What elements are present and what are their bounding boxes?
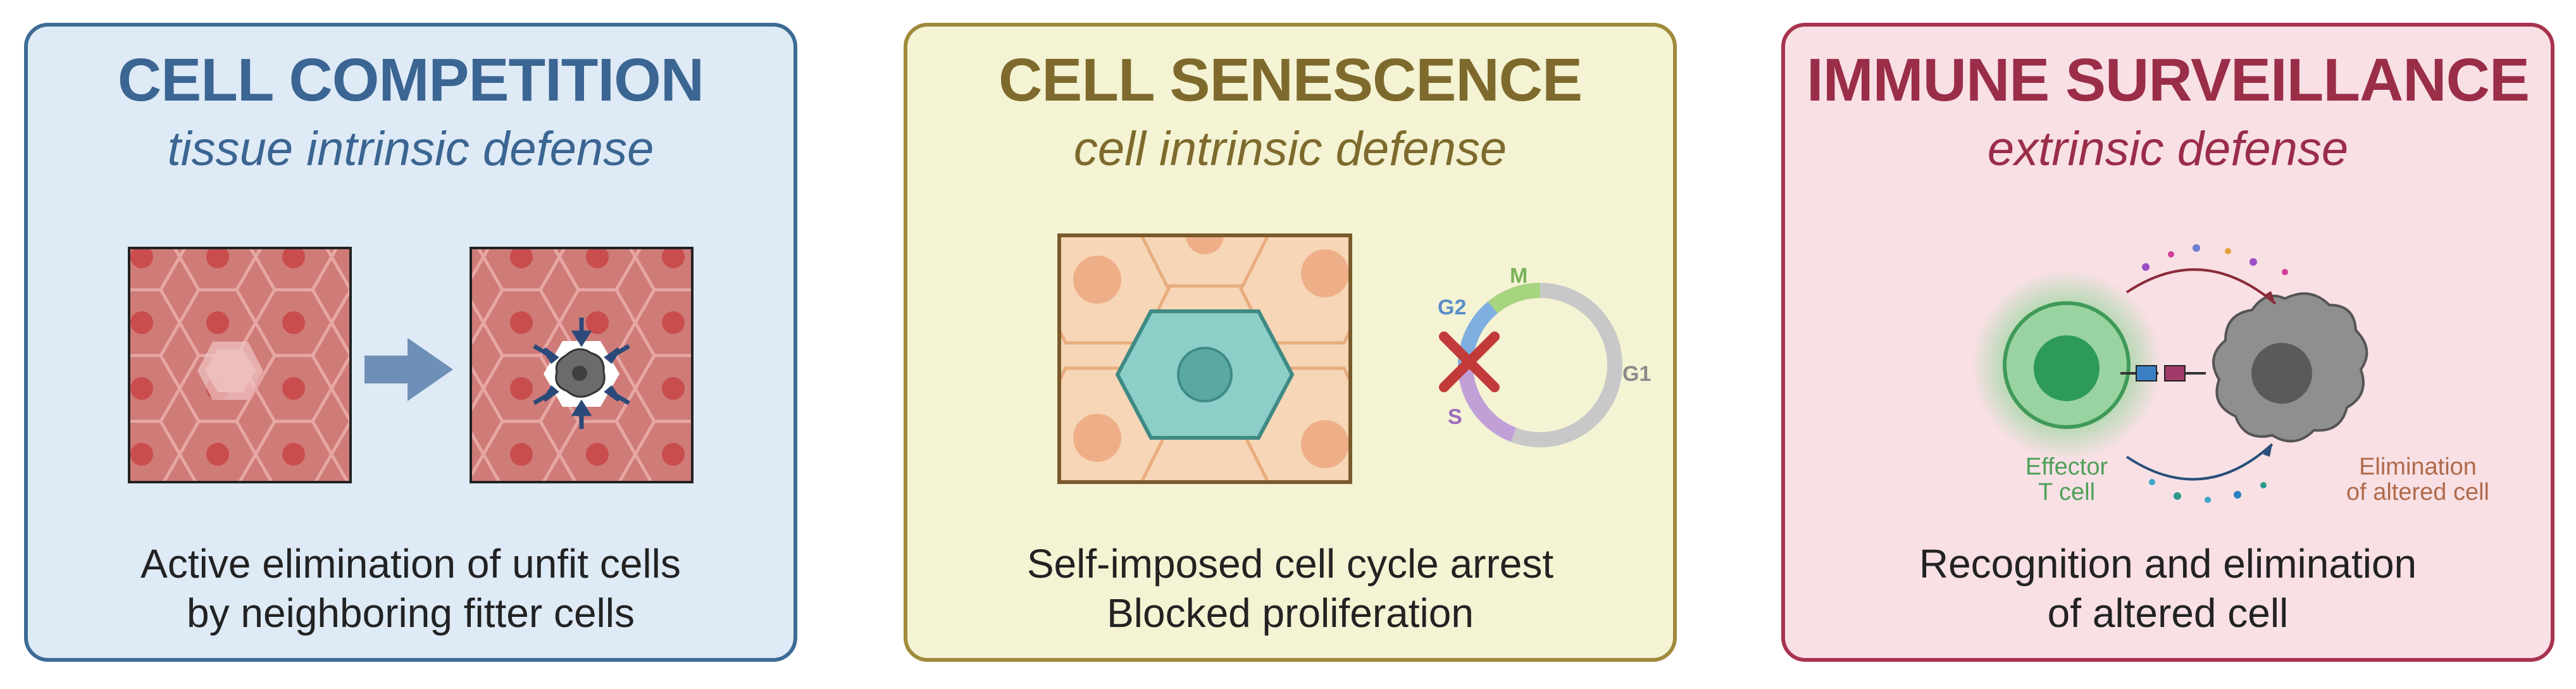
description-line: by neighboring fitter cells xyxy=(187,590,635,636)
cell-competition-panel: CELL COMPETITION tissue intrinsic defens… xyxy=(24,23,797,662)
arrest-x-icon xyxy=(1439,332,1500,392)
phase-label-g2: G2 xyxy=(1438,295,1466,320)
elimination-label-line2: of altered cell xyxy=(2346,479,2489,506)
panel-title: IMMUNE SURVEILLANCE xyxy=(1807,46,2530,114)
panel-title: CELL COMPETITION xyxy=(117,46,704,114)
inward-arrows xyxy=(533,318,630,429)
tcr-synapse xyxy=(2120,365,2206,382)
description-line: of altered cell xyxy=(2047,590,2289,636)
effector-label-line1: Effector xyxy=(2025,454,2108,480)
cell-senescence-panel: CELL SENESCENCE cell intrinsic defense xyxy=(904,23,1677,662)
senescent-tissue xyxy=(1057,233,1352,484)
elimination-label-line1: Elimination xyxy=(2359,454,2477,480)
tissue-after xyxy=(470,247,694,483)
cell-cycle-diagram: M G2 S G1 xyxy=(1438,264,1651,447)
t-cell-icon xyxy=(1972,270,2162,460)
arrow-icon xyxy=(364,338,453,401)
cell-senescence-illustration: M G2 S G1 xyxy=(1057,233,1651,484)
phase-label-m: M xyxy=(1510,264,1528,288)
cell-competition-illustration xyxy=(128,247,694,483)
description-line: Active elimination of unfit cells xyxy=(140,541,681,587)
altered-cell-icon xyxy=(2212,292,2368,443)
immune-surveillance-illustration: Effector T cell Elimination of altered c… xyxy=(1972,244,2489,506)
panel-description: Self-imposed cell cycle arrest Blocked p… xyxy=(907,539,1673,638)
panel-subtitle: extrinsic defense xyxy=(1987,122,2349,176)
panel-subtitle: tissue intrinsic defense xyxy=(167,122,654,176)
description-line: Blocked proliferation xyxy=(1107,590,1474,636)
panel-title: CELL SENESCENCE xyxy=(998,46,1583,114)
cytotoxic-granules xyxy=(2125,244,2288,503)
panel-description: Recognition and elimination of altered c… xyxy=(1785,539,2551,638)
effector-label-line2: T cell xyxy=(2038,479,2095,506)
immune-surveillance-panel: IMMUNE SURVEILLANCE extrinsic defense xyxy=(1781,23,2554,662)
description-line: Self-imposed cell cycle arrest xyxy=(1026,541,1554,587)
tissue-before xyxy=(128,247,352,483)
panel-description: Active elimination of unfit cells by nei… xyxy=(28,539,793,638)
panel-subtitle: cell intrinsic defense xyxy=(1073,122,1507,176)
description-line: Recognition and elimination xyxy=(1919,541,2417,587)
phase-label-s: S xyxy=(1448,405,1462,429)
phase-label-g1: G1 xyxy=(1622,362,1651,386)
